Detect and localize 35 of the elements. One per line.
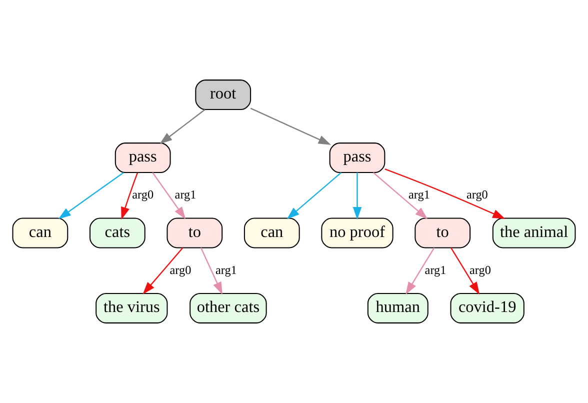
- node-box: other cats: [190, 292, 267, 324]
- arrow: [406, 247, 435, 295]
- arrow: [250, 108, 332, 145]
- arrow: [160, 109, 206, 144]
- edge-label: arg0: [470, 262, 491, 277]
- edge-label: arg1: [215, 262, 237, 277]
- node-box: human: [367, 292, 428, 324]
- arrow: [200, 248, 222, 295]
- arrow: [58, 172, 124, 220]
- node-box: cats: [90, 218, 146, 248]
- arrow: [450, 247, 480, 295]
- node-box: covid-19: [450, 292, 524, 324]
- node-box: no proof: [321, 218, 394, 248]
- node-box: to: [414, 218, 471, 248]
- node-box: the virus: [96, 292, 168, 324]
- node-box: pass: [329, 142, 386, 174]
- edge-label: arg1: [408, 188, 430, 202]
- arrow: [121, 172, 138, 220]
- arrow: [384, 168, 506, 219]
- edge-label: arg0: [170, 262, 192, 277]
- node-box: to: [166, 218, 223, 248]
- node-box: the animal: [492, 218, 576, 248]
- edge-label: arg0: [132, 188, 154, 202]
- arrow: [152, 172, 186, 220]
- arrow: [372, 172, 428, 220]
- arrow: [352, 172, 362, 220]
- edge-label: arg1: [174, 188, 196, 202]
- arrow: [286, 172, 342, 220]
- node-box: can: [12, 218, 68, 248]
- arrow: [142, 247, 184, 294]
- node-box: root: [195, 80, 252, 110]
- edge-label: arg1: [424, 262, 446, 277]
- edge-label: arg0: [466, 188, 488, 202]
- node-box: pass: [114, 142, 171, 174]
- node-box: can: [244, 218, 300, 248]
